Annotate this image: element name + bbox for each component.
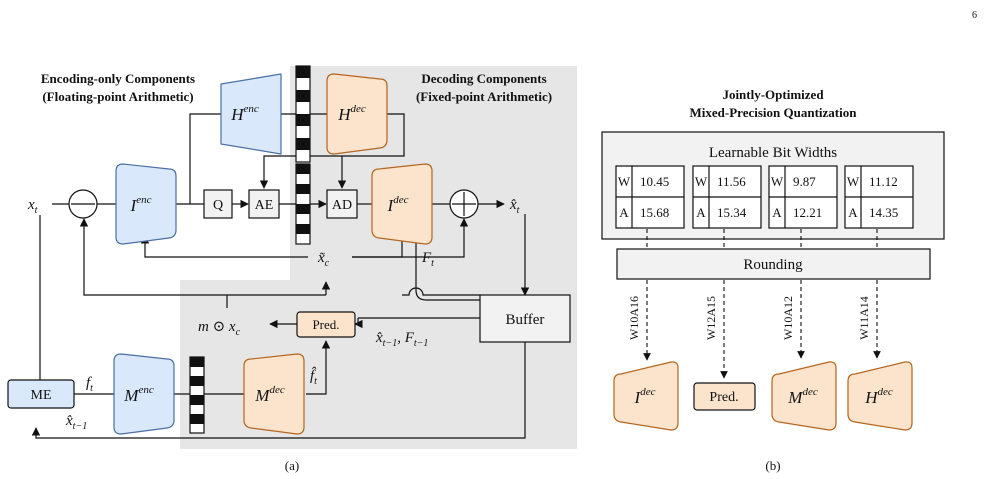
- svg-text:ME: ME: [31, 388, 52, 403]
- svg-text:Buffer: Buffer: [506, 312, 545, 328]
- encoding-label-1: Encoding-only Components: [41, 71, 195, 86]
- bitstream-h: [295, 65, 311, 163]
- h-enc-label: Henc: [230, 103, 259, 124]
- svg-text:Mdec: Mdec: [787, 386, 818, 407]
- title-b-2: Mixed-Precision Quantization: [690, 105, 858, 120]
- pred-box: Pred.: [296, 311, 356, 338]
- label-f-t-small: ft: [86, 375, 93, 394]
- label-f-t: Ft: [421, 250, 434, 269]
- i-dec-block: Idec: [371, 163, 433, 245]
- label-m-odot-xc: m ⊙ xc: [198, 319, 241, 338]
- ad-box: AD: [326, 189, 358, 219]
- bitstream-i: [295, 163, 311, 245]
- svg-text:Pred.: Pred.: [312, 317, 339, 332]
- svg-text:Q: Q: [213, 198, 223, 213]
- page-number: 6: [972, 10, 977, 21]
- m-dec-label: Mdec: [254, 384, 285, 405]
- precision-code: W12A15: [704, 296, 718, 340]
- m-dec-block: Mdec: [243, 353, 305, 435]
- bit-width-row-label: W: [847, 174, 860, 189]
- bitstream-m: [189, 356, 205, 434]
- target-m-dec: Mdec: [771, 361, 837, 431]
- target-i-dec: Idec: [613, 361, 679, 431]
- bit-width-value: 14.35: [869, 205, 898, 220]
- decoding-label-2: (Fixed-point Arithmetic): [416, 89, 552, 104]
- bit-width-row-label: W: [771, 174, 784, 189]
- m-enc-block: Menc: [113, 353, 175, 435]
- svg-text:Idec: Idec: [634, 386, 656, 407]
- bit-width-value: 11.12: [869, 174, 898, 189]
- q-box: Q: [203, 189, 233, 219]
- bit-width-row-label: W: [618, 174, 631, 189]
- bit-width-group: W 11.12A 14.35: [844, 165, 914, 229]
- buffer-box: Buffer: [479, 294, 571, 343]
- svg-text:Pred.: Pred.: [709, 390, 738, 405]
- bit-widths-label: Learnable Bit Widths: [709, 145, 837, 161]
- encoding-label-2: (Floating-point Arithmetic): [42, 89, 193, 104]
- title-b-1: Jointly-Optimized: [722, 87, 824, 102]
- add-node: [449, 189, 479, 219]
- label-x-hat-prev: x̂t−1: [65, 413, 87, 432]
- caption-a: (a): [285, 458, 299, 473]
- bit-width-value: 9.87: [793, 174, 816, 189]
- bit-width-value: 10.45: [640, 174, 669, 189]
- bit-width-group: W 9.87A 12.21: [768, 165, 838, 229]
- panel-a: Encoding-only Components (Floating-point…: [7, 65, 577, 473]
- label-x-t: xt: [27, 197, 38, 216]
- bit-width-row-label: A: [772, 205, 782, 220]
- m-enc-label: Menc: [123, 384, 154, 405]
- bit-width-value: 15.34: [717, 205, 747, 220]
- bit-width-value: 12.21: [793, 205, 822, 220]
- svg-text:AD: AD: [332, 198, 352, 213]
- bit-width-row-label: A: [619, 205, 629, 220]
- precision-code: W10A16: [627, 296, 641, 340]
- label-f-hat-t: f̂t: [310, 367, 317, 387]
- precision-code: W11A14: [857, 296, 871, 340]
- bit-width-row-label: A: [696, 205, 706, 220]
- decoding-label-1: Decoding Components: [421, 71, 546, 86]
- i-enc-label: Ienc: [130, 194, 152, 215]
- subtract-node: [68, 189, 98, 219]
- i-dec-label: Idec: [387, 194, 409, 215]
- label-x-hat-t: x̂t: [509, 197, 520, 216]
- bit-width-group: W 10.45A 15.68: [615, 165, 685, 229]
- h-enc-block: Henc: [220, 73, 282, 155]
- bit-width-value: 11.56: [717, 174, 746, 189]
- label-prev: x̂t−1, Ft−1: [375, 330, 428, 349]
- label-x-tilde-c: x̃c: [317, 250, 330, 269]
- h-dec-block: Hdec: [326, 73, 388, 155]
- bit-width-row-label: W: [695, 174, 708, 189]
- target-pred: Pred.: [693, 382, 756, 411]
- svg-text:Hdec: Hdec: [864, 386, 893, 407]
- target-h-dec: Hdec: [847, 361, 913, 431]
- me-box: ME: [7, 379, 75, 409]
- bit-width-value: 15.68: [640, 205, 669, 220]
- rounding-label: Rounding: [743, 257, 803, 273]
- bit-width-group: W 11.56A 15.34: [692, 165, 762, 229]
- caption-b: (b): [765, 458, 780, 473]
- precision-code: W10A12: [781, 296, 795, 340]
- panel-b: Jointly-Optimized Mixed-Precision Quanti…: [601, 87, 945, 473]
- svg-text:AE: AE: [255, 198, 274, 213]
- i-enc-block: Ienc: [115, 163, 177, 245]
- h-dec-label: Hdec: [337, 103, 366, 124]
- ae-box: AE: [248, 189, 280, 219]
- rounding-bar: [616, 248, 931, 280]
- connections: [31, 113, 530, 439]
- bit-width-row-label: A: [848, 205, 858, 220]
